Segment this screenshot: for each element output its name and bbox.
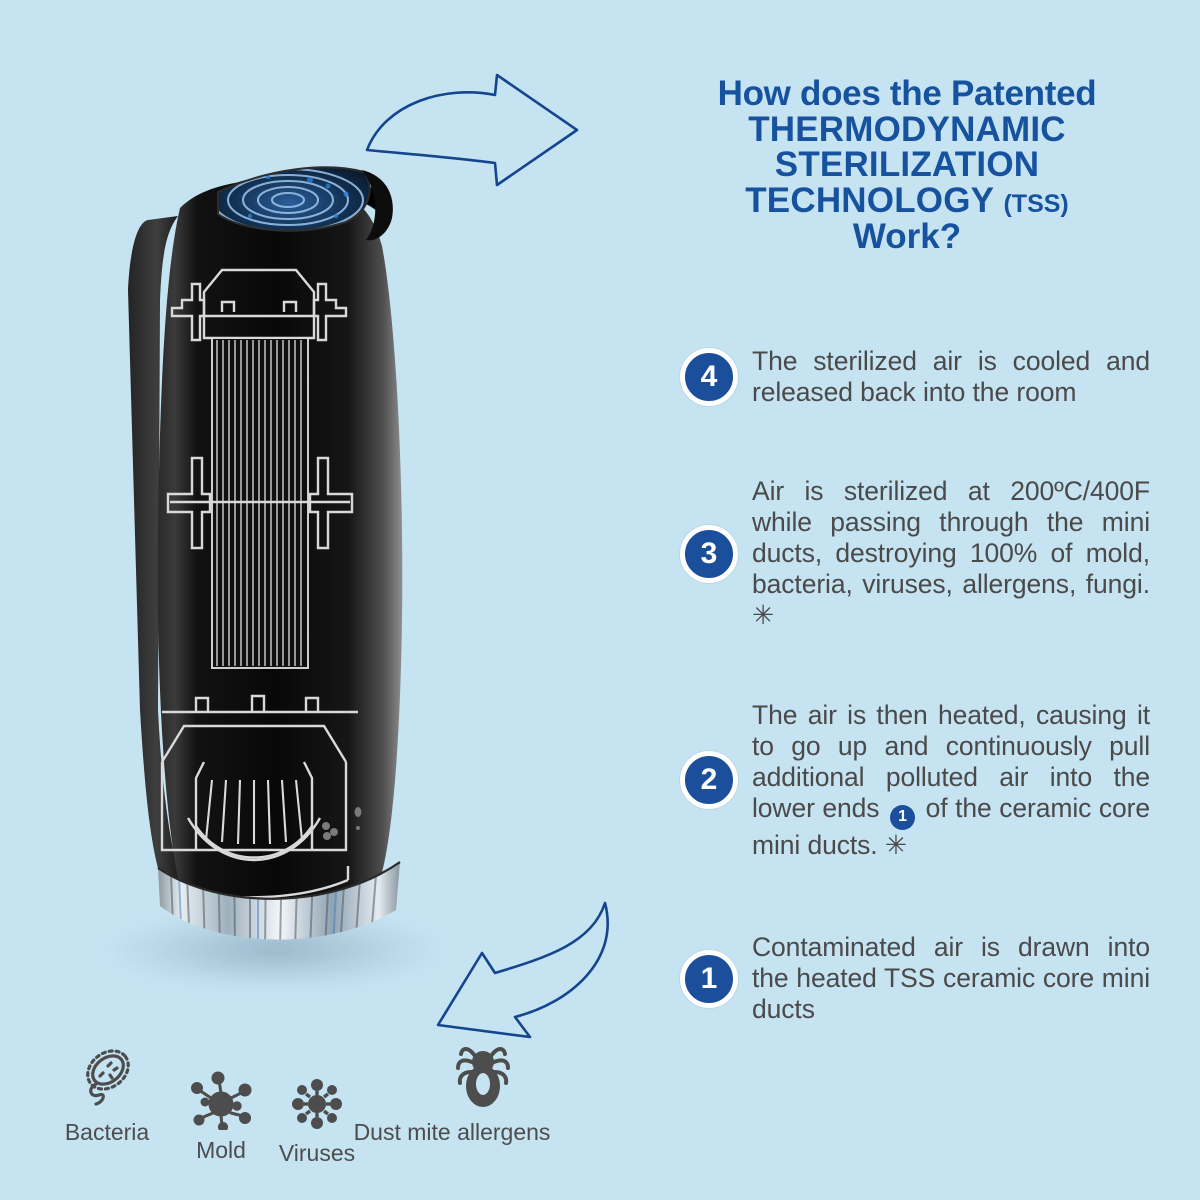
device-body: [128, 166, 403, 940]
germ-item-dust-mite: Dust mite allergens: [352, 1042, 552, 1146]
inline-step-reference-1: 1: [890, 804, 916, 830]
germ-label: Bacteria: [64, 1119, 150, 1145]
title-technology: TECHNOLOGY: [745, 181, 994, 221]
left-cross-bracket: [170, 282, 206, 342]
step-text-4: The sterilized air is cooled and release…: [752, 346, 1150, 407]
step-badge-3: 3: [680, 524, 738, 583]
title-tss-abbrev: (TSS): [1003, 190, 1069, 219]
germ-label: Mold: [196, 1137, 246, 1163]
title-line-1: How does the Patented: [717, 74, 1097, 113]
airflow-out-arrow: [365, 73, 579, 187]
ceramic-core-top-bracket: [202, 268, 316, 340]
germ-item-bacteria: Bacteria: [52, 1042, 162, 1146]
page-title: How does the Patented THERMODYNAMIC STER…: [672, 76, 1142, 254]
germ-item-viruses: Viruses: [266, 1075, 368, 1167]
right-cross-bracket: [312, 282, 348, 342]
device-back-shell: [128, 216, 186, 902]
mold-icon: [191, 1071, 252, 1133]
step-text-1: Contaminated air is drawn into the heate…: [752, 932, 1150, 1024]
step-text-2: The air is then heated, causing it to go…: [752, 700, 1150, 861]
title-line-4: TECHNOLOGY (TSS): [672, 183, 1142, 219]
step-badge-4: 4: [680, 348, 738, 406]
step-badge-1: 1: [680, 949, 738, 1008]
airflow-in-arrow: [436, 901, 609, 1039]
explanation-panel: How does the Patented THERMODYNAMIC STER…: [672, 0, 1200, 1200]
base-rim: [157, 861, 401, 900]
virus-icon: [292, 1079, 342, 1129]
step-2-text-before: The air is then heated, causing it to go…: [752, 700, 1150, 823]
germ-label: Viruses: [278, 1140, 356, 1166]
mid-bracket: [166, 456, 354, 550]
germ-label: Dust mite allergens: [353, 1119, 551, 1145]
step-1: 1 Contaminated air is drawn into the hea…: [680, 932, 1150, 1025]
title-line-3: STERILIZATION: [774, 145, 1040, 185]
title-line-2: THERMODYNAMIC: [748, 109, 1066, 149]
germ-item-mold: Mold: [168, 1068, 274, 1164]
step-text-3: Air is sterilized at 200ºC/400F while pa…: [752, 476, 1150, 630]
step-badge-2: 2: [680, 751, 738, 810]
bacteria-icon: [86, 1049, 130, 1106]
vent-rim: [217, 166, 371, 232]
step-3: 3 Air is sterilized at 200ºC/400F while …: [680, 476, 1150, 631]
product-panel: Bacteria Mold: [0, 73, 670, 1200]
germ-icon-row: Bacteria Mold: [0, 1020, 670, 1200]
blower-fan: [160, 694, 358, 862]
title-line-5: Work?: [852, 216, 962, 256]
step-2-text-after: of the ceramic core mini ducts. ✳: [752, 793, 1150, 860]
schematic-overlay: [170, 268, 348, 342]
step-2: 2 The air is then heated, causing it to …: [680, 700, 1150, 861]
dust-mite-icon: [456, 1047, 510, 1107]
lid-curl: [362, 170, 393, 241]
air-purifier: [100, 150, 440, 990]
indicator-marks: [322, 807, 362, 840]
step-4: 4 The sterilized air is cooled and relea…: [680, 346, 1150, 408]
